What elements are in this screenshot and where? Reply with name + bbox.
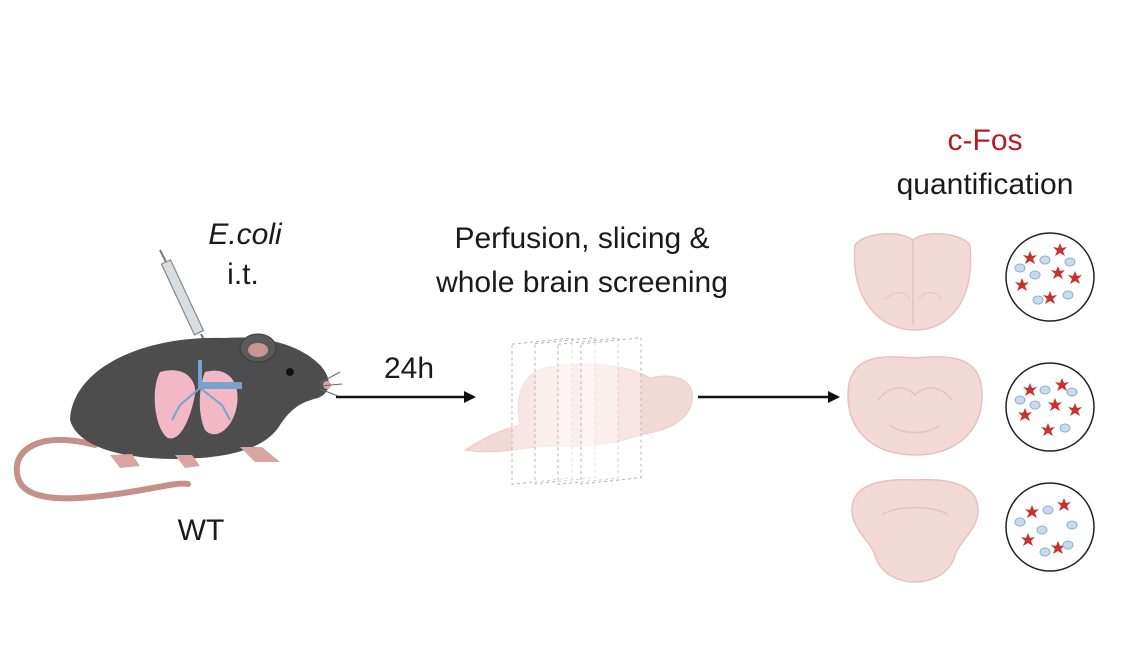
route-label: i.t.	[227, 258, 259, 291]
lungs-icon	[154, 360, 242, 439]
magnified-cells-icon	[1005, 232, 1095, 322]
readout-label: quantification	[896, 168, 1074, 201]
syringe-icon	[159, 249, 211, 353]
timepoint-label: 24h	[383, 352, 435, 385]
mouse-icon	[13, 333, 343, 502]
marker-label: c-Fos	[947, 124, 1023, 157]
brain-slice-icon	[847, 356, 983, 456]
brain-icon	[463, 336, 693, 485]
brain-slice-icon	[851, 478, 979, 583]
magnified-cells-icon	[1005, 362, 1095, 452]
process-label-line2: whole brain screening	[436, 266, 728, 299]
strain-label: WT	[177, 514, 225, 547]
process-label-line1: Perfusion, slicing &	[454, 222, 710, 255]
magnified-cells-icon	[1005, 482, 1095, 572]
bacteria-label: E.coli	[208, 218, 282, 251]
brain-slice-icon	[853, 232, 972, 331]
